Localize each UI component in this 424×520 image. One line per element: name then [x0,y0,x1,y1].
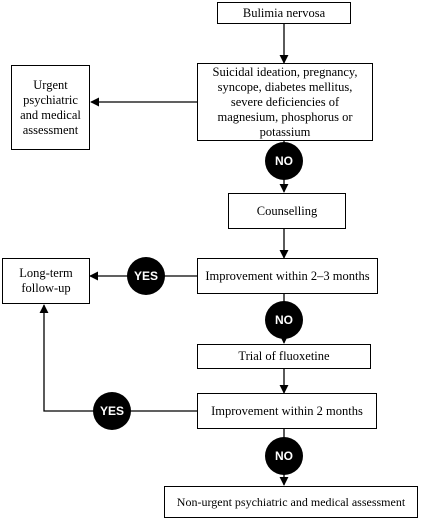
decision-no-2: NO [265,301,303,339]
node-counselling: Counselling [228,193,346,229]
node-urgent-assessment: Urgent psychiatric and medical assessmen… [11,65,90,150]
node-trial-of-fluoxetine: Trial of fluoxetine [197,344,371,369]
node-improvement-2-months: Improvement within 2 months [197,393,377,429]
arrow-improvement-2-to-long-term [39,304,197,412]
node-risk-factors: Suicidal ideation, pregnancy, syncope, d… [197,63,373,141]
node-bulimia-nervosa: Bulimia nervosa [217,2,351,24]
decision-yes-2: YES [93,392,131,430]
decision-no-3: NO [265,437,303,475]
decision-yes-1: YES [127,257,165,295]
node-improvement-2-3-months: Improvement within 2–3 months [197,258,378,294]
node-long-term-follow-up: Long-term follow-up [2,258,90,304]
decision-no-1: NO [265,142,303,180]
node-non-urgent-assessment: Non-urgent psychiatric and medical asses… [164,486,418,518]
